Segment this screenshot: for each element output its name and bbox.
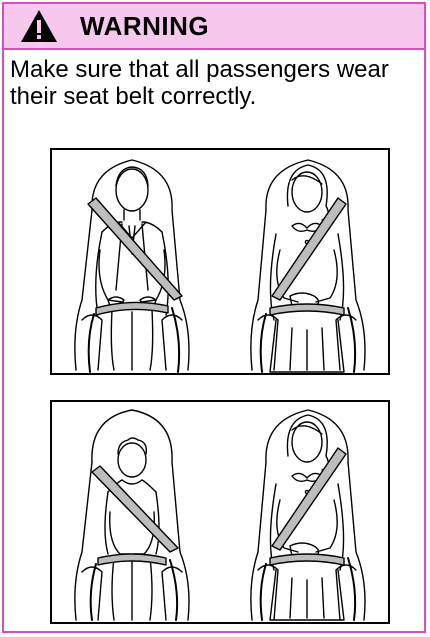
woman-seated-figure-2 bbox=[251, 410, 365, 620]
warning-title: WARNING bbox=[80, 11, 209, 42]
woman-seated-figure bbox=[251, 160, 365, 372]
warning-header: WARNING bbox=[4, 4, 424, 50]
illustration-panel-child bbox=[50, 400, 390, 624]
warning-message: Make sure that all passengers wear their… bbox=[10, 56, 410, 110]
warning-card: WARNING Make sure that all passengers we… bbox=[2, 2, 426, 633]
warning-triangle-icon bbox=[20, 9, 58, 43]
illustration-panel-adults bbox=[50, 148, 390, 375]
man-seated-figure bbox=[75, 160, 189, 370]
seat-belt-child bbox=[91, 466, 178, 620]
